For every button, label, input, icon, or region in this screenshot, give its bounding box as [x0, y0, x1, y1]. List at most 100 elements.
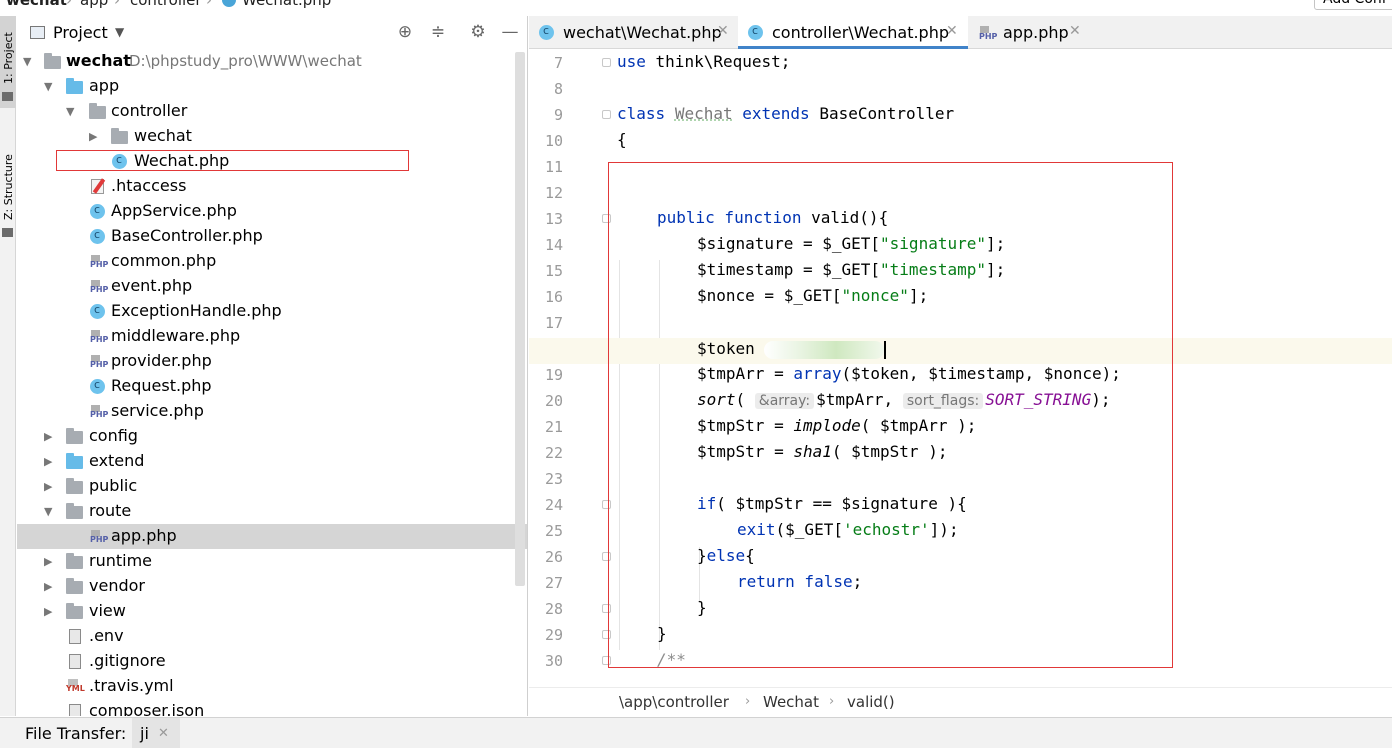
- fold-marker-icon[interactable]: [602, 630, 611, 639]
- tab-app-php[interactable]: app.php ✕: [969, 16, 1089, 49]
- expand-arrow-icon[interactable]: ▼: [44, 80, 53, 93]
- tree-row-app[interactable]: ▼ app: [17, 74, 527, 99]
- add-configuration-button[interactable]: Add Conf: [1314, 0, 1392, 10]
- crumb-method[interactable]: valid(): [847, 693, 895, 711]
- collapse-arrow-icon[interactable]: ▶: [44, 580, 53, 593]
- line-number: 27: [544, 574, 563, 592]
- fold-marker-icon[interactable]: [602, 604, 611, 613]
- tree-row-app-php[interactable]: app.php: [17, 524, 527, 549]
- code-line-22: $tmpStr = sha1( $tmpStr );: [697, 442, 948, 461]
- php-file-icon: [90, 255, 108, 270]
- tree-row-config[interactable]: ▶ config: [17, 424, 527, 449]
- expand-arrow-icon[interactable]: ▼: [44, 505, 53, 518]
- tab-label: controller\Wechat.php: [772, 23, 949, 42]
- crumb-namespace[interactable]: \app\controller: [619, 693, 729, 711]
- breadcrumb-separator: ›: [66, 0, 72, 9]
- php-file-icon: [90, 280, 108, 295]
- breadcrumb-project[interactable]: wechat: [6, 0, 67, 9]
- tree-row-provider[interactable]: provider.php: [17, 349, 527, 374]
- crumb-class[interactable]: Wechat: [763, 693, 820, 711]
- tree-row-env[interactable]: .env: [17, 624, 527, 649]
- collapse-arrow-icon[interactable]: ▶: [44, 555, 53, 568]
- collapse-arrow-icon[interactable]: ▶: [89, 130, 98, 143]
- tree-row-htaccess[interactable]: .htaccess: [17, 174, 527, 199]
- tree-row-wechat-root[interactable]: ▼ wechat D:\phpstudy_pro\WWW\wechat: [17, 49, 527, 74]
- file-transfer-label: File Transfer:: [25, 724, 127, 743]
- fold-marker-icon[interactable]: [602, 214, 611, 223]
- collapse-arrow-icon[interactable]: ▶: [44, 455, 53, 468]
- ignore-file-icon: [69, 654, 81, 669]
- tree-label: Wechat.php: [134, 151, 230, 170]
- code-line-30: /**: [657, 650, 686, 669]
- gear-icon[interactable]: ⚙: [470, 22, 486, 42]
- folder-icon: [66, 553, 83, 569]
- tree-row-extend[interactable]: ▶ extend: [17, 449, 527, 474]
- collapse-arrow-icon[interactable]: ▶: [44, 480, 53, 493]
- fold-marker-icon[interactable]: [602, 656, 611, 665]
- hide-panel-icon[interactable]: —: [501, 22, 519, 42]
- code-area[interactable]: use think\Request; class Wechat extends …: [529, 50, 1392, 684]
- php-class-icon: [112, 153, 127, 169]
- project-path: D:\phpstudy_pro\WWW\wechat: [129, 52, 362, 70]
- tree-row-view[interactable]: ▶ view: [17, 599, 527, 624]
- tree-row-basecontroller[interactable]: BaseController.php: [17, 224, 527, 249]
- close-icon[interactable]: ✕: [1069, 23, 1081, 39]
- expand-arrow-icon[interactable]: ▼: [23, 55, 32, 68]
- folder-icon: [2, 92, 13, 101]
- close-icon[interactable]: ✕: [717, 23, 729, 39]
- tab-controller-wechat-php[interactable]: controller\Wechat.php ✕: [738, 16, 968, 49]
- tree-row-travis[interactable]: .travis.yml: [17, 674, 527, 699]
- project-tool-tab[interactable]: 1: Project: [0, 16, 16, 108]
- collapse-arrow-icon[interactable]: ▶: [44, 430, 53, 443]
- project-panel-title[interactable]: Project: [53, 23, 108, 42]
- tree-label: AppService.php: [111, 201, 237, 220]
- tree-label: ExceptionHandle.php: [111, 301, 282, 320]
- tree-scrollbar[interactable]: [515, 52, 525, 586]
- breadcrumb-file[interactable]: Wechat.php: [242, 0, 332, 9]
- tree-row-controller[interactable]: ▼ controller: [17, 99, 527, 124]
- locate-icon[interactable]: ⊕: [397, 22, 413, 42]
- structure-tool-tab[interactable]: Z: Structure: [0, 134, 16, 244]
- fold-marker-icon[interactable]: [602, 500, 611, 509]
- tree-row-middleware[interactable]: middleware.php: [17, 324, 527, 349]
- file-transfer-tab[interactable]: ji ✕: [132, 718, 180, 748]
- collapse-arrow-icon[interactable]: ▶: [44, 605, 53, 618]
- project-view-icon: [30, 26, 45, 39]
- tree-label: composer.json: [89, 701, 205, 716]
- line-number: 17: [544, 314, 563, 332]
- project-tool-tab-label: 1: Project: [2, 32, 15, 84]
- tree-row-gitignore[interactable]: .gitignore: [17, 649, 527, 674]
- breadcrumb-app[interactable]: app: [80, 0, 109, 9]
- tree-row-wechat-php[interactable]: Wechat.php: [17, 149, 527, 174]
- chevron-down-icon[interactable]: ▼: [115, 25, 125, 39]
- code-line-16: $nonce = $_GET["nonce"];: [697, 286, 929, 305]
- tree-row-route[interactable]: ▼ route: [17, 499, 527, 524]
- tab-wechat-wechat-php[interactable]: wechat\Wechat.php ✕: [529, 16, 737, 49]
- collapse-all-icon[interactable]: ≑: [430, 22, 446, 42]
- tree-row-service[interactable]: service.php: [17, 399, 527, 424]
- fold-marker-icon[interactable]: [602, 110, 611, 119]
- tree-row-appservice[interactable]: AppService.php: [17, 199, 527, 224]
- close-icon[interactable]: ✕: [158, 726, 169, 741]
- close-icon[interactable]: ✕: [946, 23, 958, 39]
- code-line-25: exit($_GET['echostr']);: [737, 520, 959, 539]
- tree-row-public[interactable]: ▶ public: [17, 474, 527, 499]
- tree-row-runtime[interactable]: ▶ runtime: [17, 549, 527, 574]
- tree-row-vendor[interactable]: ▶ vendor: [17, 574, 527, 599]
- tree-row-composer[interactable]: composer.json: [17, 699, 527, 716]
- breadcrumb-controller[interactable]: controller: [130, 0, 202, 9]
- yaml-file-icon: [66, 679, 85, 694]
- fold-marker-icon[interactable]: [602, 552, 611, 561]
- tree-label: runtime: [89, 551, 153, 570]
- expand-arrow-icon[interactable]: ▼: [66, 105, 75, 118]
- tree-row-exceptionhandle[interactable]: ExceptionHandle.php: [17, 299, 527, 324]
- tree-row-event[interactable]: event.php: [17, 274, 527, 299]
- tree-row-wechat-folder[interactable]: ▶ wechat: [17, 124, 527, 149]
- editor-breadcrumbs: \app\controller › Wechat › valid(): [529, 687, 1392, 717]
- tree-row-common[interactable]: common.php: [17, 249, 527, 274]
- php-class-icon: [90, 228, 105, 244]
- fold-marker-icon[interactable]: [602, 58, 611, 67]
- tree-row-request[interactable]: Request.php: [17, 374, 527, 399]
- line-number: 10: [544, 132, 563, 150]
- tree-label: view: [89, 601, 126, 620]
